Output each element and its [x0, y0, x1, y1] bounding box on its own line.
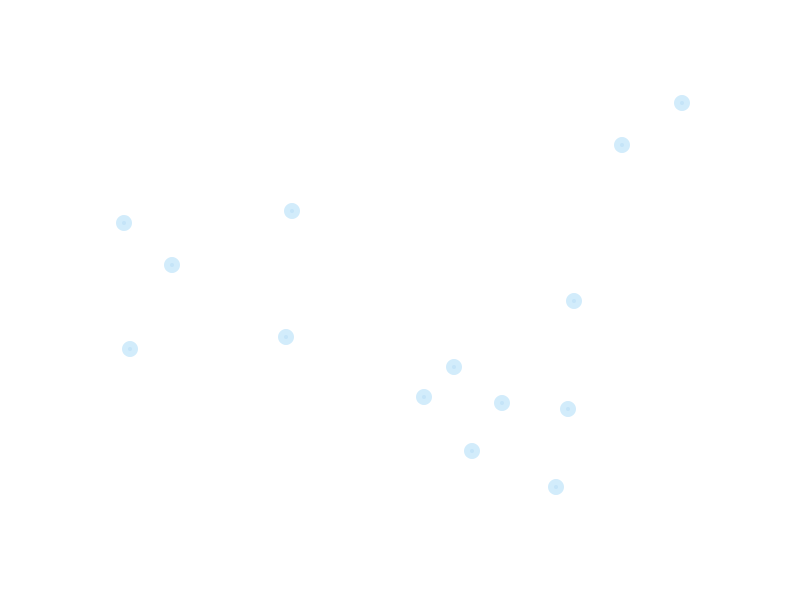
dot-center [620, 143, 624, 147]
dot-center [422, 395, 426, 399]
dot [614, 137, 630, 153]
dot [494, 395, 510, 411]
dot-center [284, 335, 288, 339]
dot [446, 359, 462, 375]
dot [284, 203, 300, 219]
dot [560, 401, 576, 417]
dot [416, 389, 432, 405]
dot-center [680, 101, 684, 105]
dot-center [572, 299, 576, 303]
dot-center [170, 263, 174, 267]
dot-center [566, 407, 570, 411]
dot [464, 443, 480, 459]
dot-center [554, 485, 558, 489]
dot-center [452, 365, 456, 369]
dot-center [290, 209, 294, 213]
dot [164, 257, 180, 273]
dot [674, 95, 690, 111]
dot [548, 479, 564, 495]
dot [122, 341, 138, 357]
dot [278, 329, 294, 345]
dot [566, 293, 582, 309]
dot [116, 215, 132, 231]
dot-center [122, 221, 126, 225]
dot-center [470, 449, 474, 453]
dot-center [500, 401, 504, 405]
dot-center [128, 347, 132, 351]
